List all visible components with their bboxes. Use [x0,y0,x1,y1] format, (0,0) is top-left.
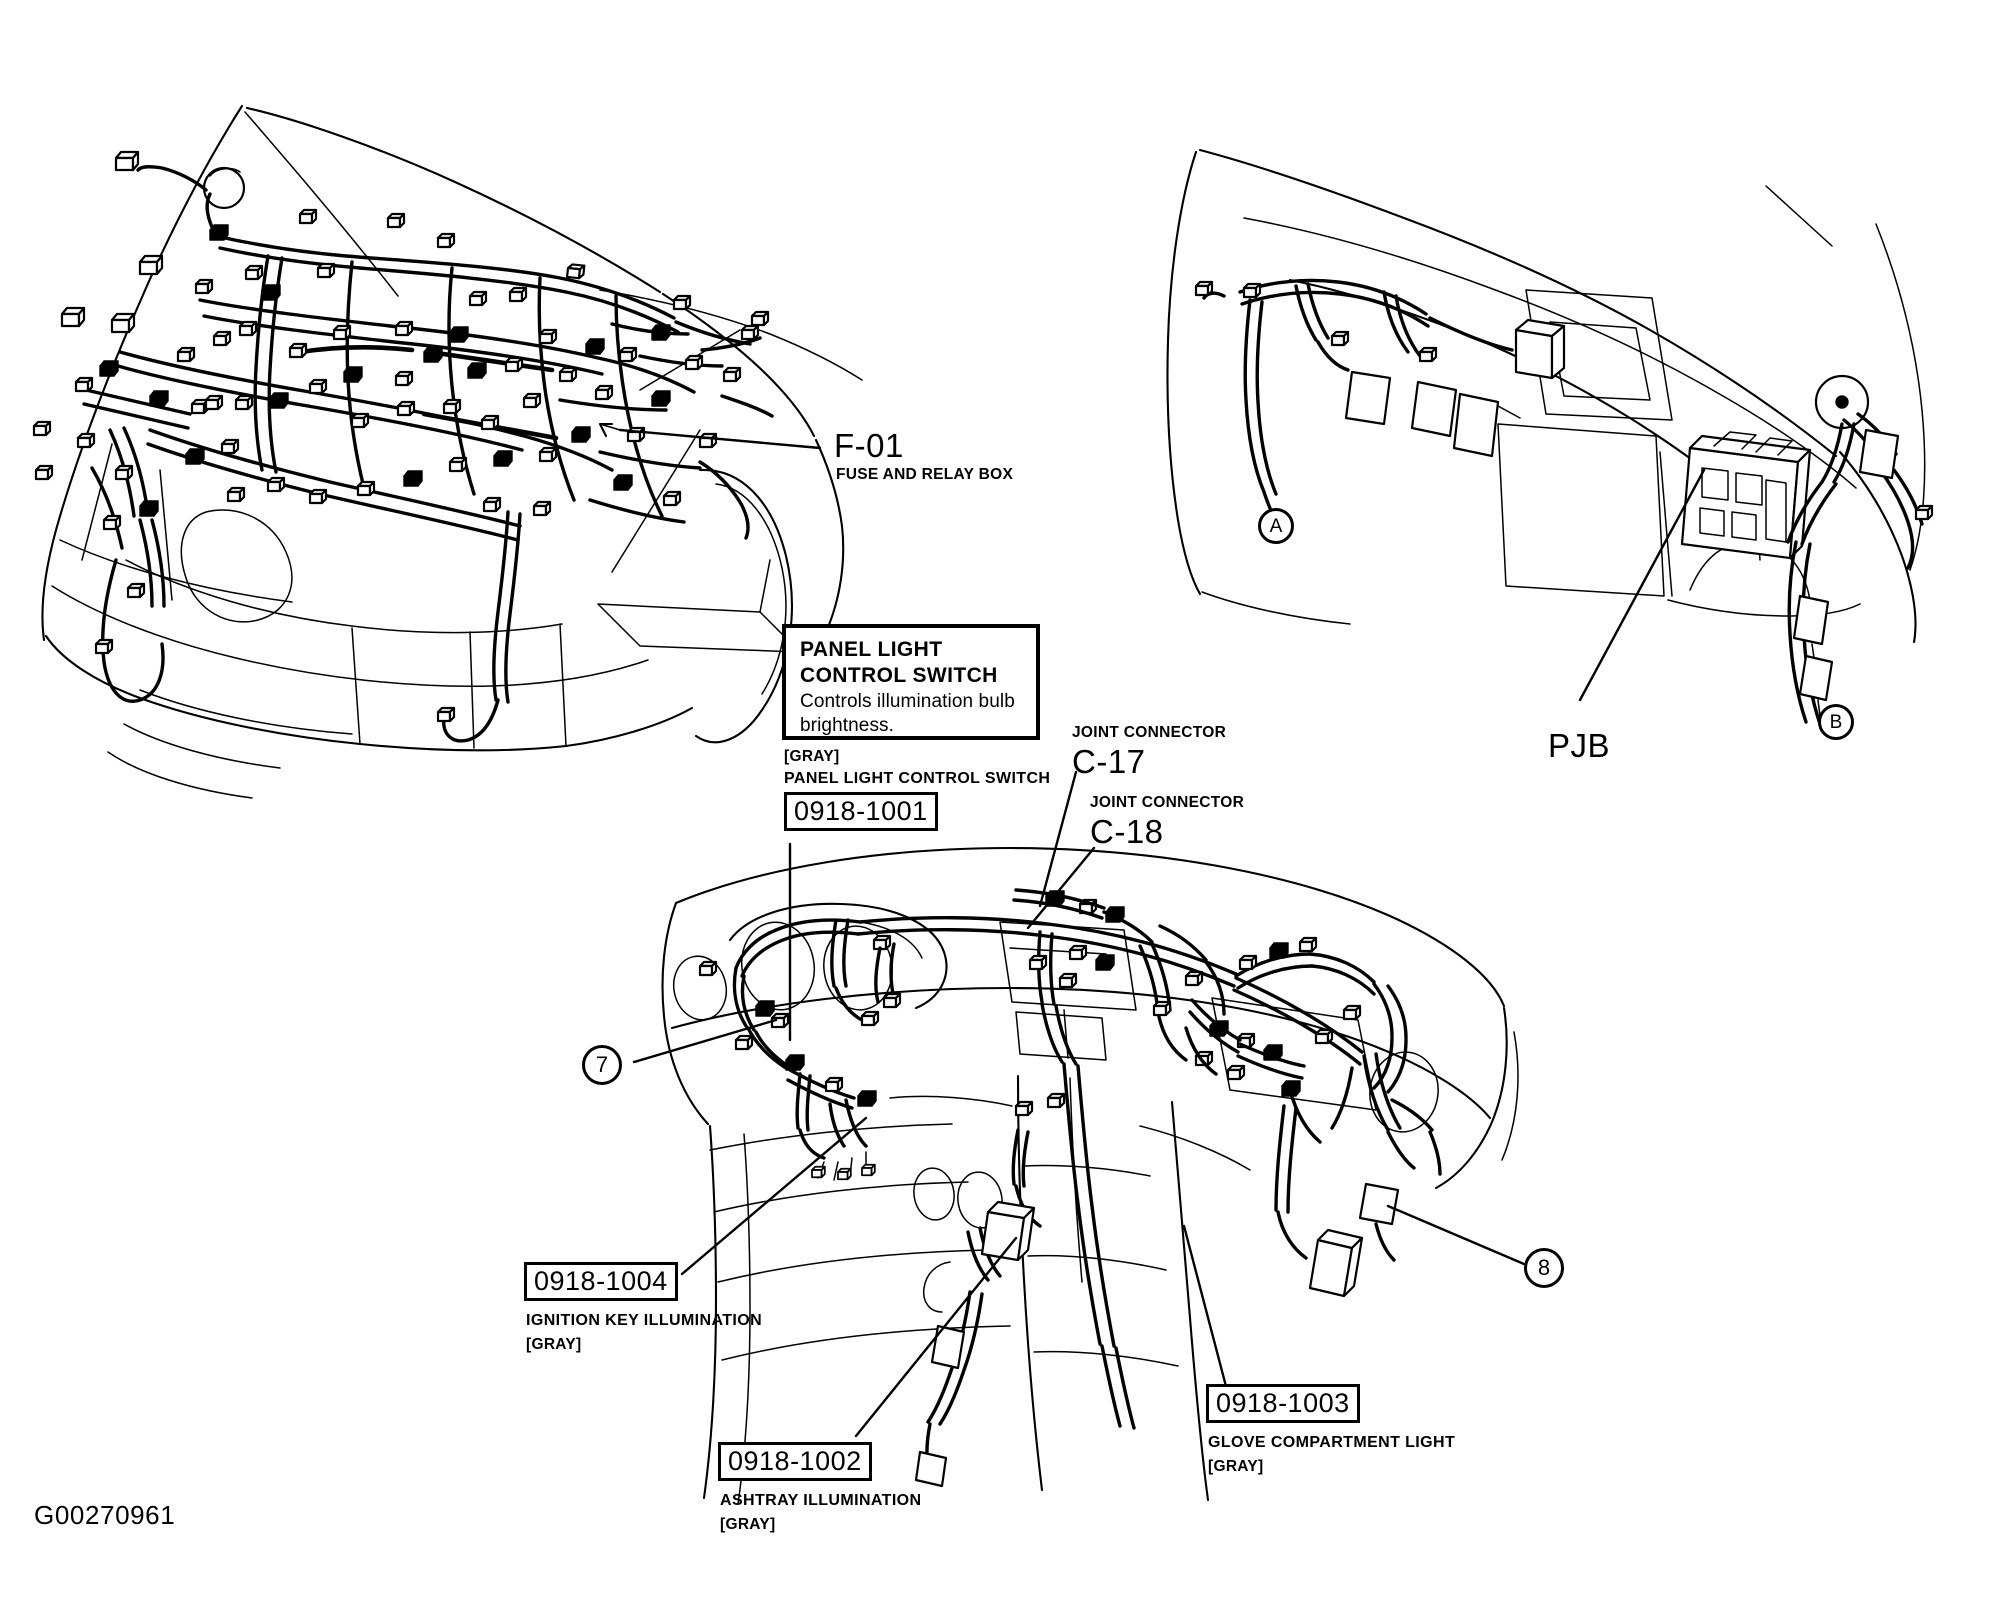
joint-connector-c18-ref: C-18 [1090,813,1164,850]
note-box-title-line-1: PANEL LIGHT [800,638,943,661]
part-name-ashtray-illumination: ASHTRAY ILLUMINATION [720,1492,922,1509]
figure-id: G00270961 [34,1500,176,1530]
engine-bay-body-outline [41,104,863,799]
joint-connector-c18-heading: JOINT CONNECTOR [1090,794,1245,811]
engine-bay-view [32,104,863,799]
note-box-body-line-1: Controls illumination bulb [800,691,1015,713]
part-name-ignition-key-illumination: IGNITION KEY ILLUMINATION [526,1312,763,1329]
part-number-box-0918-1001: 0918-1001 [784,792,938,832]
part-color-tag-panel-light-control-switch: [GRAY] [784,748,840,765]
instrument-panel-view [632,770,1526,1505]
note-box-title-line-2: CONTROL SWITCH [800,663,998,687]
instrument-panel-leader-lines [632,770,1526,1438]
pjb-block [1680,431,1812,560]
cowl-body-outline [1166,148,1926,644]
circled-callout-b: B [1818,704,1854,740]
circled-callout-8: 8 [1524,1248,1564,1288]
callout-ref-f01: F-01 [834,427,904,464]
part-number-box-0918-1002: 0918-1002 [718,1442,872,1482]
cowl-harness [1194,278,1934,726]
note-box-body-line-2: brightness. [800,714,895,736]
part-name-glove-compartment-light: GLOVE COMPARTMENT LIGHT [1208,1434,1456,1451]
callout-ref-pjb: PJB [1548,727,1611,764]
note-box-panel-light-control-switch: PANEL LIGHT CONTROL SWITCH Controls illu… [782,624,1040,740]
part-color-tag-ignition-key-illumination: [GRAY] [526,1336,582,1353]
dash-body-outline [661,846,1519,1505]
part-color-tag-glove-compartment-light: [GRAY] [1208,1458,1264,1475]
upper-leader-lines [598,422,1706,702]
part-color-tag-ashtray-illumination: [GRAY] [720,1516,776,1533]
circled-callout-7: 7 [582,1045,622,1085]
part-name-panel-light-control-switch: PANEL LIGHT CONTROL SWITCH [784,770,1051,787]
cowl-pjb-view [1166,148,1934,726]
circled-callout-a: A [1258,508,1294,544]
callout-desc-f01: FUSE AND RELAY BOX [836,466,1014,483]
joint-connector-c17-heading: JOINT CONNECTOR [1072,724,1227,741]
part-number-box-0918-1003: 0918-1003 [1206,1384,1360,1424]
joint-connector-c17-ref: C-17 [1072,743,1146,780]
part-number-box-0918-1004: 0918-1004 [524,1262,678,1302]
engine-bay-harness [32,150,774,743]
